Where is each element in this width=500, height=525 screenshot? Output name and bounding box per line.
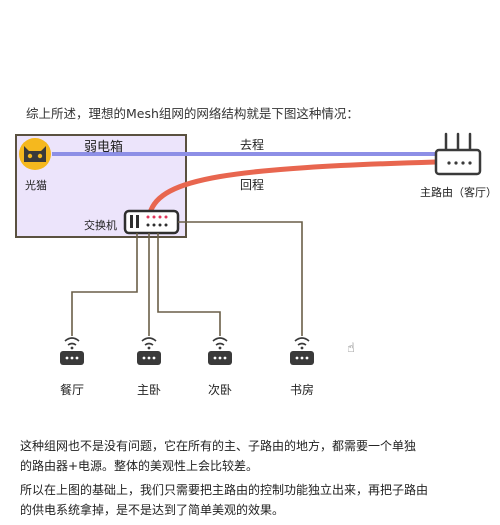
room-label: 次卧	[208, 383, 233, 397]
main-router-icon	[434, 132, 482, 176]
sub-router-icon	[290, 337, 314, 365]
link-back-line	[147, 159, 439, 216]
main-router-label: 主路由（客厅）	[420, 186, 497, 199]
sub-router-icon	[208, 337, 232, 365]
paragraph-line: 的路由器+电源。整体的美观性上会比较差。	[20, 459, 259, 473]
switch-icon	[123, 209, 180, 235]
room-label: 主卧	[137, 383, 162, 397]
link-out-label: 去程	[240, 138, 265, 152]
ethernet-wires	[71, 221, 303, 336]
modem-icon	[19, 138, 51, 170]
intro-text: 综上所述，理想的Mesh组网的网络结构就是下图这种情况：	[26, 106, 359, 121]
paragraph-line: 所以在上图的基础上，我们只需要把主路由的控制功能独立出来，再把子路由	[20, 483, 429, 497]
paragraph-line: 这种组网也不是没有问题，它在所有的主、子路由的地方，都需要一个单独	[20, 439, 417, 453]
room-label: 餐厅	[60, 383, 85, 397]
link-back-label: 回程	[240, 178, 265, 192]
paragraph-line: 的供电系统拿掉，是不是达到了简单美观的效果。	[20, 503, 285, 517]
room-label: 书房	[290, 383, 315, 397]
modem-label: 光猫	[25, 179, 47, 192]
sub-router-icon	[137, 337, 161, 365]
hand-cursor-icon: ☝	[347, 341, 355, 356]
switch-label: 交换机	[84, 219, 117, 232]
sub-router-icon	[60, 337, 84, 365]
box-title: 弱电箱	[84, 140, 124, 155]
